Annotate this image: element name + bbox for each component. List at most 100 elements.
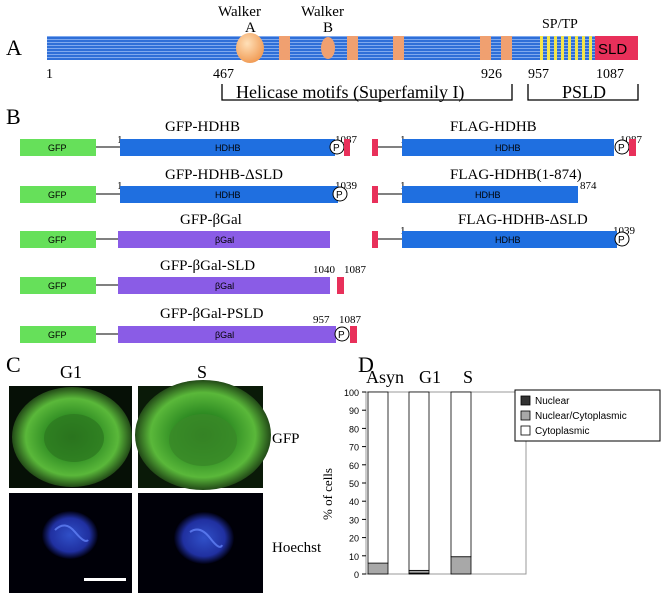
bars bbox=[367, 391, 472, 575]
micrograph-g1-hoechst bbox=[9, 493, 132, 593]
construct-start: 1 bbox=[117, 180, 123, 192]
gfp-domain-label: GFP bbox=[48, 330, 67, 340]
hdhb-domain bbox=[402, 186, 578, 203]
s-column-label: S bbox=[197, 362, 207, 382]
helicase-label: Helicase motifs (Superfamily I) bbox=[236, 82, 464, 103]
sld-domain bbox=[350, 326, 357, 343]
construct-end: 1087 bbox=[339, 314, 362, 326]
gfp-row-label: GFP bbox=[272, 431, 300, 447]
construct-title: GFP-βGal-SLD bbox=[160, 258, 255, 274]
sptp-motifs bbox=[540, 36, 592, 60]
y-tick-label: 60 bbox=[349, 461, 359, 471]
legend-box bbox=[514, 389, 661, 442]
gfp-domain-label: GFP bbox=[48, 190, 67, 200]
hdhb-domain bbox=[402, 231, 617, 248]
sld-domain-label: SLD bbox=[598, 41, 627, 58]
y-tick-label: 30 bbox=[349, 515, 359, 525]
walker-a-label-1: Walker bbox=[218, 4, 261, 20]
panel-c-label: C bbox=[6, 352, 21, 377]
sld-domain bbox=[595, 36, 638, 60]
bgal-domain bbox=[118, 231, 330, 248]
bar-segment bbox=[367, 391, 389, 564]
sld-domain bbox=[344, 139, 350, 156]
y-tick-label: 80 bbox=[349, 424, 359, 434]
hdhb-domain-label: HDHB bbox=[495, 235, 521, 245]
gfp-domain-label: GFP bbox=[48, 143, 67, 153]
y-tick-label: 90 bbox=[349, 406, 359, 416]
gfp-domain-label: GFP bbox=[48, 281, 67, 291]
category-label: S bbox=[463, 367, 473, 387]
phospho-label: P bbox=[333, 143, 340, 154]
construct-end: 1087 bbox=[344, 264, 367, 276]
bgal-domain-label: βGal bbox=[215, 281, 234, 291]
y-tick-label: 100 bbox=[344, 388, 359, 398]
construct-start: 1040 bbox=[313, 264, 336, 276]
gfp-domain bbox=[20, 326, 96, 343]
bar-segment bbox=[367, 562, 389, 575]
hdhb-domain bbox=[402, 139, 614, 156]
hdhb-domain-label: HDHB bbox=[215, 190, 241, 200]
construct-end: 874 bbox=[580, 180, 597, 192]
hdhb-domain-label: HDHB bbox=[495, 143, 521, 153]
phospho-site-icon bbox=[334, 326, 350, 342]
phospho-site-icon bbox=[614, 231, 630, 247]
y-tick-label: 50 bbox=[349, 479, 359, 489]
pos-957: 957 bbox=[528, 67, 549, 82]
micrograph-s-hoechst bbox=[138, 493, 263, 593]
pos-926: 926 bbox=[481, 67, 502, 82]
bgal-domain bbox=[118, 326, 336, 343]
construct-start: 1 bbox=[117, 134, 123, 146]
hoechst-row-label: Hoechst bbox=[272, 540, 322, 556]
helicase-motifs bbox=[279, 36, 512, 60]
bar-segment bbox=[450, 556, 472, 575]
walker-b-label-2: B bbox=[323, 20, 333, 36]
bgal-domain bbox=[118, 277, 330, 294]
flag-tag bbox=[372, 186, 378, 203]
pos-1087: 1087 bbox=[596, 67, 624, 82]
bar-segment bbox=[408, 391, 430, 571]
legend-label: Nuclear/Cytoplasmic bbox=[535, 411, 627, 422]
g1-column-label: G1 bbox=[60, 362, 82, 382]
pos-1: 1 bbox=[46, 67, 53, 82]
walker-a-motif bbox=[236, 33, 264, 63]
phospho-label: P bbox=[618, 235, 625, 246]
legend-label: Nuclear bbox=[535, 396, 570, 407]
construct-title: FLAG-HDHB bbox=[450, 119, 537, 135]
construct-title: GFP-HDHB bbox=[165, 119, 240, 135]
bgal-domain-label: βGal bbox=[215, 235, 234, 245]
y-tick-label: 0 bbox=[354, 570, 359, 580]
scale-bar bbox=[84, 578, 126, 581]
y-axis-title: % of cells bbox=[320, 468, 335, 520]
y-axis: 0 10 20 30 40 50 60 70 80 90 100 bbox=[344, 388, 366, 580]
gfp-domain bbox=[20, 231, 96, 248]
construct-title: FLAG-HDHB-ΔSLD bbox=[458, 212, 588, 228]
phospho-label: P bbox=[618, 143, 625, 154]
flag-tag bbox=[372, 139, 378, 156]
construct-title: GFP-βGal bbox=[180, 212, 242, 228]
bar-segment bbox=[408, 569, 430, 574]
y-tick-label: 70 bbox=[349, 443, 359, 453]
hdhb-domain-label: HDHB bbox=[475, 190, 501, 200]
hdhb-domain bbox=[120, 139, 335, 156]
legend-swatch bbox=[520, 395, 531, 406]
panel-a-label: A bbox=[6, 35, 22, 60]
gfp-domain bbox=[20, 139, 96, 156]
micrograph-g1-gfp bbox=[9, 386, 132, 488]
y-tick-label: 10 bbox=[349, 552, 359, 562]
y-tick-label: 20 bbox=[349, 534, 359, 544]
phospho-site-icon bbox=[332, 186, 348, 202]
y-tick-label: 40 bbox=[349, 497, 359, 507]
panel-d-label: D bbox=[358, 352, 374, 377]
hdhb-domain-label: HDHB bbox=[215, 143, 241, 153]
gfp-domain bbox=[20, 277, 96, 294]
legend-swatch bbox=[520, 410, 531, 421]
walker-a-label-2: A bbox=[245, 20, 256, 36]
sptp-label: SP/TP bbox=[542, 17, 578, 32]
category-label: G1 bbox=[419, 367, 441, 387]
walker-b-motif bbox=[321, 37, 335, 59]
bgal-domain-label: βGal bbox=[215, 330, 234, 340]
bar-segment bbox=[450, 391, 472, 558]
hdhb-domain bbox=[120, 186, 338, 203]
phospho-label: P bbox=[338, 330, 345, 341]
